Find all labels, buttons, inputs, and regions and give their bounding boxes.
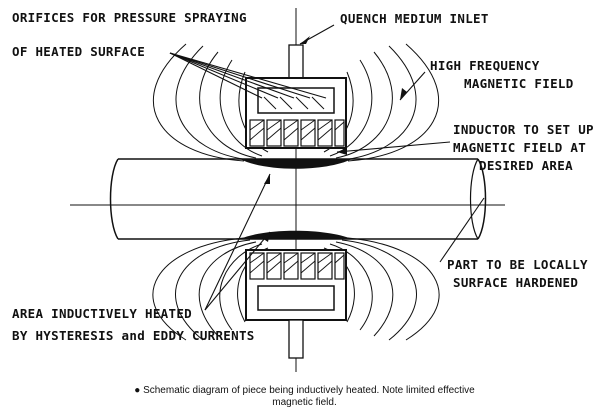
- caption-line1: ● Schematic diagram of piece being induc…: [134, 385, 475, 396]
- part-label: PART TO BE LOCALLY SURFACE HARDENED: [447, 257, 588, 290]
- orifices-label-line2: OF HEATED SURFACE: [12, 44, 146, 59]
- top-inductor: [245, 77, 347, 149]
- inductor-label: INDUCTOR TO SET UP MAGNETIC FIELD AT DES…: [453, 122, 594, 173]
- heated-zone-bottom: [240, 230, 352, 239]
- orifices-label-line1: ORIFICES FOR PRESSURE SPRAYING: [12, 10, 247, 25]
- heated-zone-top: [240, 159, 352, 169]
- caption: ● Schematic diagram of piece being induc…: [0, 385, 609, 409]
- quench-inlet-label: QUENCH MEDIUM INLET: [340, 11, 489, 26]
- area-heated-label: AREA INDUCTIVELY HEATED BY HYSTERESIS an…: [12, 306, 255, 343]
- workpiece-bar: [109, 158, 487, 240]
- spray-arrows: [263, 96, 325, 110]
- high-frequency-label: HIGH FREQUENCY MAGNETIC FIELD: [430, 58, 574, 91]
- orifices-label: ORIFICES FOR PRESSURE SPRAYING OF HEATED…: [12, 9, 247, 61]
- bottom-inductor: [245, 249, 347, 321]
- caption-line2: magnetic field.: [272, 397, 337, 408]
- quench-inlet-tube-top: [288, 44, 304, 79]
- quench-inlet-tube-bottom: [288, 319, 304, 359]
- leader-lines: [169, 24, 485, 311]
